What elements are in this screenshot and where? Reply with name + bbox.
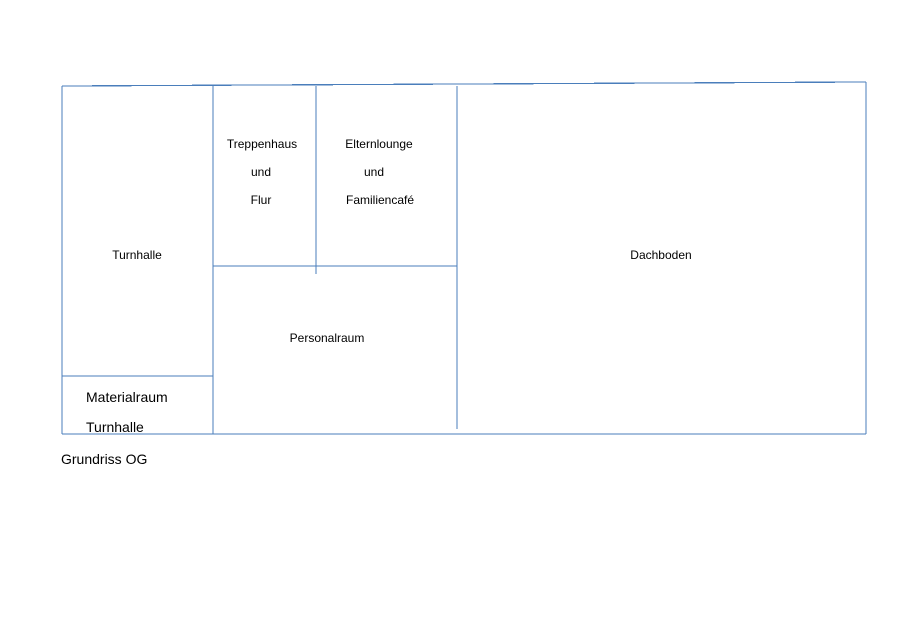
room-label-line-3: Flur [251, 193, 272, 207]
room-label: Personalraum [290, 331, 365, 345]
room-label-line-2: und [364, 165, 384, 179]
wall-top [61, 81, 867, 87]
room-elternlounge: Elternlounge und Familiencafé [345, 137, 414, 207]
room-label-line-1: Elternlounge [345, 137, 413, 151]
room-label-line-2: und [251, 165, 271, 179]
room-label-line-1: Treppenhaus [227, 137, 297, 151]
room-treppenhaus: Treppenhaus und Flur [227, 137, 297, 207]
room-personalraum: Personalraum [290, 331, 365, 345]
room-label: Dachboden [630, 248, 691, 262]
room-label-line-2: Turnhalle [86, 419, 144, 435]
room-label: Turnhalle [112, 248, 162, 262]
inner-walls [62, 86, 458, 434]
outer-walls [61, 81, 867, 435]
room-turnhalle: Turnhalle [112, 248, 162, 262]
room-dachboden: Dachboden [630, 248, 691, 262]
room-materialraum: Materialraum Turnhalle [86, 389, 168, 435]
floor-plan-caption: Grundriss OG [61, 451, 148, 467]
room-label-line-3: Familiencafé [346, 193, 414, 207]
room-label-line-1: Materialraum [86, 389, 168, 405]
